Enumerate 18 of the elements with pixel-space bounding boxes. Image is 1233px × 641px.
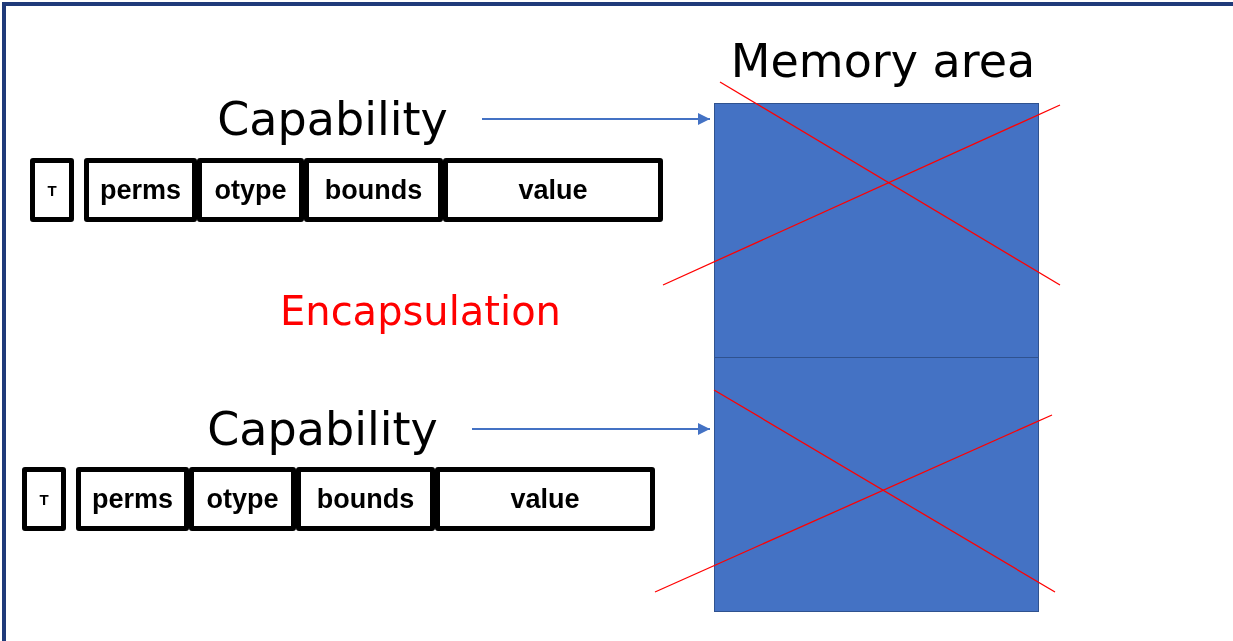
memory-block bbox=[714, 103, 1039, 358]
arrow bbox=[471, 423, 711, 435]
field-box: value bbox=[443, 158, 663, 222]
field-box: bounds bbox=[304, 158, 443, 222]
heading-text: Capability bbox=[195, 398, 450, 460]
field-box: perms bbox=[84, 158, 197, 222]
area-title: Memory area bbox=[729, 33, 1037, 90]
memory-block bbox=[714, 357, 1039, 612]
field-box: bounds bbox=[296, 467, 435, 531]
field-box: T bbox=[22, 467, 66, 531]
field-box: otype bbox=[189, 467, 296, 531]
field-box: T bbox=[30, 158, 74, 222]
annotation-text: Encapsulation bbox=[280, 288, 561, 334]
heading-text: Capability bbox=[205, 88, 460, 150]
arrow bbox=[481, 113, 711, 125]
field-box: otype bbox=[197, 158, 304, 222]
field-box: perms bbox=[76, 467, 189, 531]
field-box: value bbox=[435, 467, 655, 531]
